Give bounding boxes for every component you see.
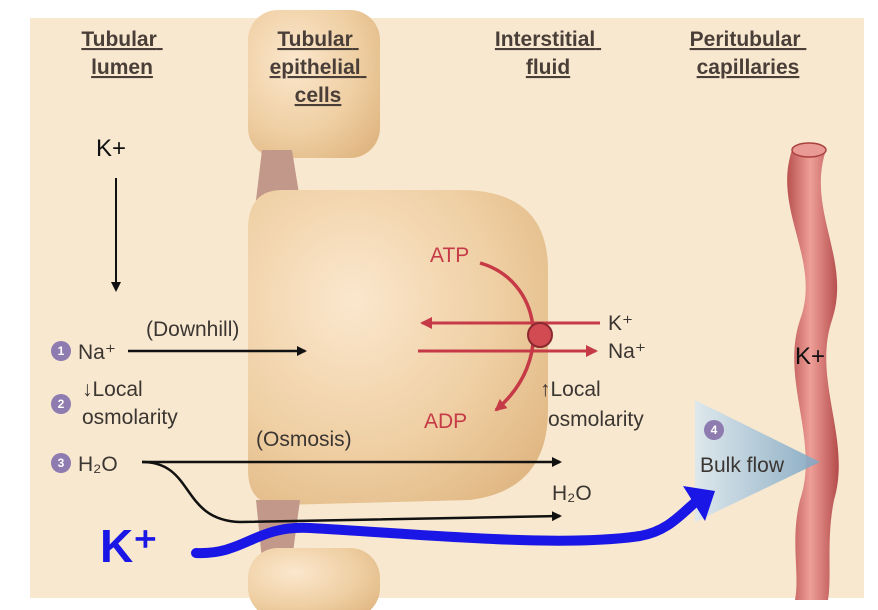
peritubular-capillary — [787, 150, 839, 600]
epithelial-cell-top — [248, 10, 380, 158]
header-peritubular: Peritubular capillaries — [690, 28, 807, 79]
epithelial-cells — [248, 10, 548, 610]
step-badge-2: 2 — [51, 394, 71, 414]
osmosis-label: (Osmosis) — [256, 428, 352, 451]
step-badge-3: 3 — [51, 453, 71, 473]
h2o-left-label: H₂O — [78, 453, 118, 476]
atp-to-adp-arrow — [479, 261, 535, 412]
adp-label: ADP — [424, 410, 467, 433]
k-paracellular-blue-arrow — [191, 493, 705, 559]
bulk-flow-label: Bulk flow — [700, 454, 785, 477]
step-badge-1: 1 — [51, 341, 71, 361]
tight-junction-top — [256, 150, 300, 200]
epithelial-cell-bottom — [248, 548, 380, 610]
step-badge-4: 4 — [704, 420, 724, 440]
k-big-label: K⁺ — [100, 520, 158, 572]
bulk-flow-arrow — [695, 400, 820, 522]
na-k-pump — [527, 322, 553, 348]
blue-arrow-head — [683, 486, 715, 521]
k-top-label: K+ — [96, 135, 126, 162]
h2o-right-label: H₂O — [552, 482, 592, 505]
svg-text:4: 4 — [711, 423, 718, 437]
svg-text:1: 1 — [58, 344, 65, 358]
header-interstitial: Interstitial fluid — [495, 28, 601, 79]
atp-label: ATP — [430, 244, 469, 267]
capillary-opening — [791, 142, 827, 158]
header-lumen: Tubular lumen — [81, 28, 162, 79]
local-osmolarity-right: ↑Local osmolarity — [540, 378, 644, 431]
na-left-label: Na⁺ — [78, 341, 116, 364]
svg-text:3: 3 — [58, 456, 65, 470]
k-right-label: K⁺ — [608, 312, 633, 335]
local-osmolarity-left: ↓Local osmolarity — [82, 378, 178, 429]
downhill-label: (Downhill) — [146, 318, 239, 341]
epithelial-cell-middle — [248, 190, 548, 505]
header-epithelial: Tubular epithelial cells — [270, 28, 367, 107]
svg-text:2: 2 — [58, 397, 65, 411]
k-capillary-label: K+ — [795, 343, 825, 370]
na-right-label: Na⁺ — [608, 340, 646, 363]
h2o-paracellular-arrow — [141, 460, 562, 524]
